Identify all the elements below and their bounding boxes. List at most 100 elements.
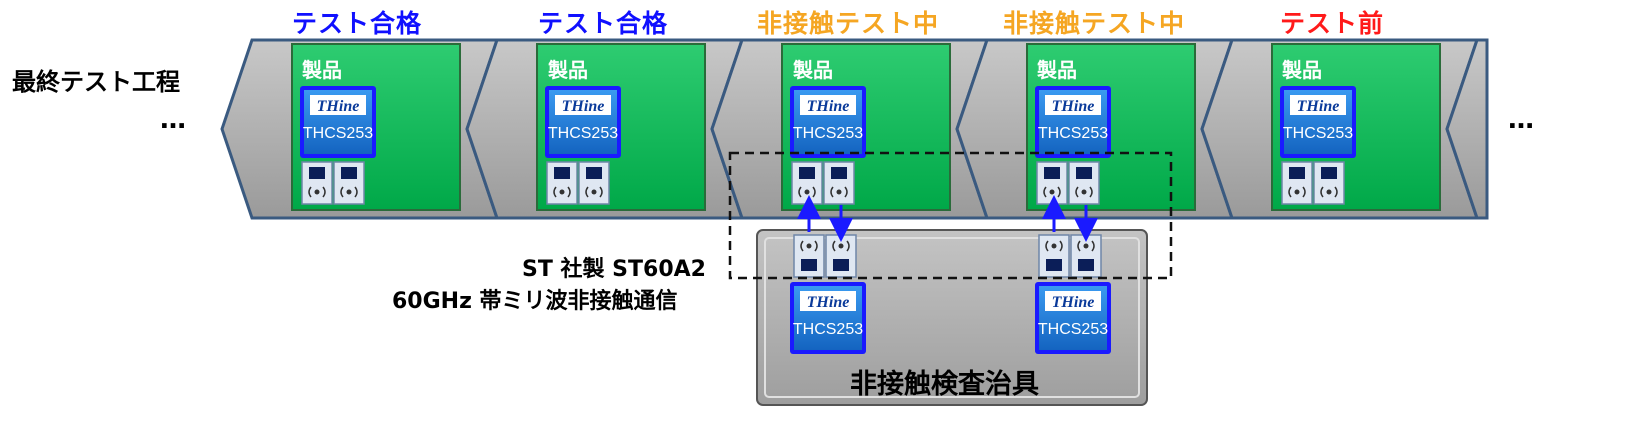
chip-logo-text: THine xyxy=(1052,98,1095,115)
comm-label-line1: ST 社製 ST60A2 xyxy=(522,257,706,282)
fixture-antenna-2a xyxy=(1038,234,1070,278)
antenna-wave-icon xyxy=(553,186,571,198)
antenna-chip-square xyxy=(1046,259,1062,271)
product-label-5: 製品 xyxy=(1282,58,1322,82)
antenna-wave-icon xyxy=(800,240,818,252)
antenna-module-5a xyxy=(1281,161,1313,205)
chip-logo-text: THine xyxy=(1052,294,1095,311)
antenna-module-1b xyxy=(333,161,365,205)
chip-part-text: THCS253 xyxy=(793,321,863,338)
antenna-wave-icon xyxy=(1045,240,1063,252)
antenna-wave-icon xyxy=(585,186,603,198)
antenna-chip-square xyxy=(799,167,815,179)
antenna-module-5b xyxy=(1313,161,1345,205)
chip-logo-plate xyxy=(800,291,856,311)
fixture-bevel xyxy=(764,237,1140,398)
fixture-antenna-1b xyxy=(825,234,857,278)
chip-part-text: THCS253 xyxy=(548,125,618,142)
antenna-chip-square xyxy=(1076,167,1092,179)
process-chevron-end xyxy=(1445,38,1489,220)
antenna-module-body xyxy=(823,161,855,205)
chip-part-text: THCS253 xyxy=(793,125,863,142)
chip-part-text: THCS253 xyxy=(1283,125,1353,142)
antenna-dot xyxy=(836,189,842,195)
antenna-chip-square xyxy=(833,259,849,271)
antenna-chip-square xyxy=(309,167,325,179)
antenna-chip-square xyxy=(586,167,602,179)
chip-part-text: THCS253 xyxy=(303,125,373,142)
antenna-dot xyxy=(591,189,597,195)
status-label-1: テスト合格 xyxy=(292,9,423,38)
antenna-dot xyxy=(1081,189,1087,195)
antenna-dot xyxy=(804,189,810,195)
product-label-2: 製品 xyxy=(548,58,588,82)
antenna-dot xyxy=(1049,189,1055,195)
antenna-wave-icon xyxy=(1075,186,1093,198)
antenna-dot xyxy=(1051,243,1057,249)
antenna-chip-square xyxy=(801,259,817,271)
ellipsis-left: … xyxy=(160,105,192,135)
antenna-dot xyxy=(1294,189,1300,195)
product-label-3: 製品 xyxy=(793,58,833,82)
fixture-antenna-1a xyxy=(793,234,825,278)
antenna-dot xyxy=(838,243,844,249)
fixture-label: 非接触検査治具 xyxy=(850,369,1039,400)
antenna-module-4b xyxy=(1068,161,1100,205)
antenna-dot xyxy=(1326,189,1332,195)
antenna-wave-icon xyxy=(308,186,326,198)
chip-logo-plate xyxy=(1290,95,1346,115)
status-label-4: 非接触テスト中 xyxy=(1003,9,1186,38)
antenna-module-3b xyxy=(823,161,855,205)
antenna-dot xyxy=(1083,243,1089,249)
antenna-chip-square xyxy=(1078,259,1094,271)
chip-logo-text: THine xyxy=(562,98,605,115)
antenna-wave-icon xyxy=(1320,186,1338,198)
fixture-antenna-2b xyxy=(1070,234,1102,278)
antenna-dot xyxy=(346,189,352,195)
chip-logo-plate xyxy=(800,95,856,115)
antenna-chip-square xyxy=(831,167,847,179)
chip-logo-text: THine xyxy=(1297,98,1340,115)
comm-label-line2: 60GHz 帯ミリ波非接触通信 xyxy=(392,289,678,314)
product-label-4: 製品 xyxy=(1037,58,1077,82)
chip-logo-text: THine xyxy=(807,294,850,311)
process-label: 最終テスト工程 xyxy=(12,68,180,96)
antenna-chip-square xyxy=(554,167,570,179)
antenna-wave-icon xyxy=(1288,186,1306,198)
antenna-dot xyxy=(314,189,320,195)
antenna-module-2b xyxy=(578,161,610,205)
antenna-module-3a xyxy=(791,161,823,205)
comm-region-dashed-box xyxy=(728,151,1173,280)
status-label-3: 非接触テスト中 xyxy=(757,9,940,38)
antenna-module-2a xyxy=(546,161,578,205)
chip-logo-plate xyxy=(555,95,611,115)
antenna-dot xyxy=(559,189,565,195)
status-label-2: テスト合格 xyxy=(538,9,669,38)
chip-part-text: THCS253 xyxy=(1038,321,1108,338)
antenna-chip-square xyxy=(341,167,357,179)
chip-logo-text: THine xyxy=(317,98,360,115)
product-label-1: 製品 xyxy=(302,58,342,82)
chip-logo-plate xyxy=(1045,291,1101,311)
ellipsis-right: … xyxy=(1508,105,1540,135)
chip-part-text: THCS253 xyxy=(1038,125,1108,142)
antenna-chip-square xyxy=(1044,167,1060,179)
antenna-chip-square xyxy=(1321,167,1337,179)
status-label-5: テスト前 xyxy=(1280,9,1385,38)
antenna-module-1a xyxy=(301,161,333,205)
chip-logo-plate xyxy=(310,95,366,115)
